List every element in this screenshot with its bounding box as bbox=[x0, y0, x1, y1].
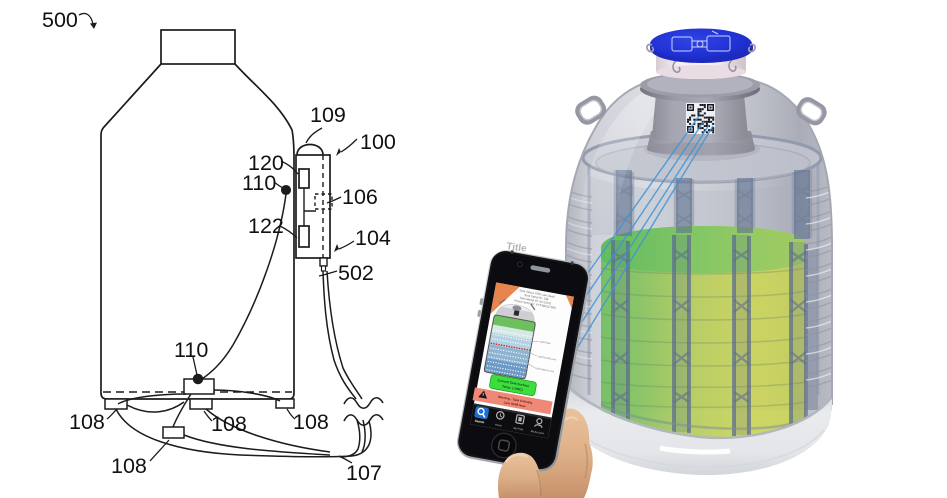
svg-text:Tank Status XRS Low Dwell: Tank Status XRS Low Dwell bbox=[519, 288, 555, 298]
svg-text:Phone Serial ID: XYT460237908: Phone Serial ID: XYT460237908 bbox=[514, 298, 556, 310]
svg-text:Current Tank Surface: Current Tank Surface bbox=[497, 378, 530, 388]
svg-text:108: 108 bbox=[293, 410, 329, 434]
svg-text:108: 108 bbox=[69, 410, 105, 434]
svg-text:Search: Search bbox=[475, 419, 485, 425]
svg-text:110: 110 bbox=[174, 338, 208, 362]
svg-text:502: 502 bbox=[338, 261, 374, 285]
svg-text:Low, Refill Now: Low, Refill Now bbox=[503, 400, 526, 408]
svg-text:122: 122 bbox=[248, 214, 284, 238]
svg-text:107: 107 bbox=[346, 461, 382, 485]
svg-text:100: 100 bbox=[360, 130, 396, 154]
svg-text:Tank Serial ID: 138: Tank Serial ID: 138 bbox=[524, 293, 549, 301]
svg-text:500: 500 bbox=[42, 8, 78, 32]
svg-text:108: 108 bbox=[211, 412, 247, 436]
svg-text:LN2 Dry Fill Level: LN2 Dry Fill Level bbox=[537, 355, 557, 361]
svg-text:106: 106 bbox=[342, 185, 378, 209]
svg-text:120: 120 bbox=[248, 151, 284, 175]
svg-text:Temp: (-196C): Temp: (-196C) bbox=[502, 384, 523, 392]
svg-text:108: 108 bbox=[111, 454, 147, 478]
svg-text:110: 110 bbox=[242, 171, 276, 195]
svg-text:My Account: My Account bbox=[530, 429, 544, 435]
svg-text:Home: Home bbox=[495, 422, 503, 427]
svg-text:My Pods: My Pods bbox=[513, 426, 524, 432]
svg-text:LN2 Fluid: LN2 Fluid bbox=[540, 340, 551, 345]
svg-text:109: 109 bbox=[310, 103, 346, 127]
svg-text:LN2 Critical Level: LN2 Critical Level bbox=[535, 367, 554, 373]
svg-text:Tank Model ID: XX-10111: Tank Model ID: XX-10111 bbox=[519, 296, 552, 306]
svg-text:Warning - Tank Critically: Warning - Tank Critically bbox=[498, 395, 533, 405]
svg-text:104: 104 bbox=[355, 226, 391, 250]
